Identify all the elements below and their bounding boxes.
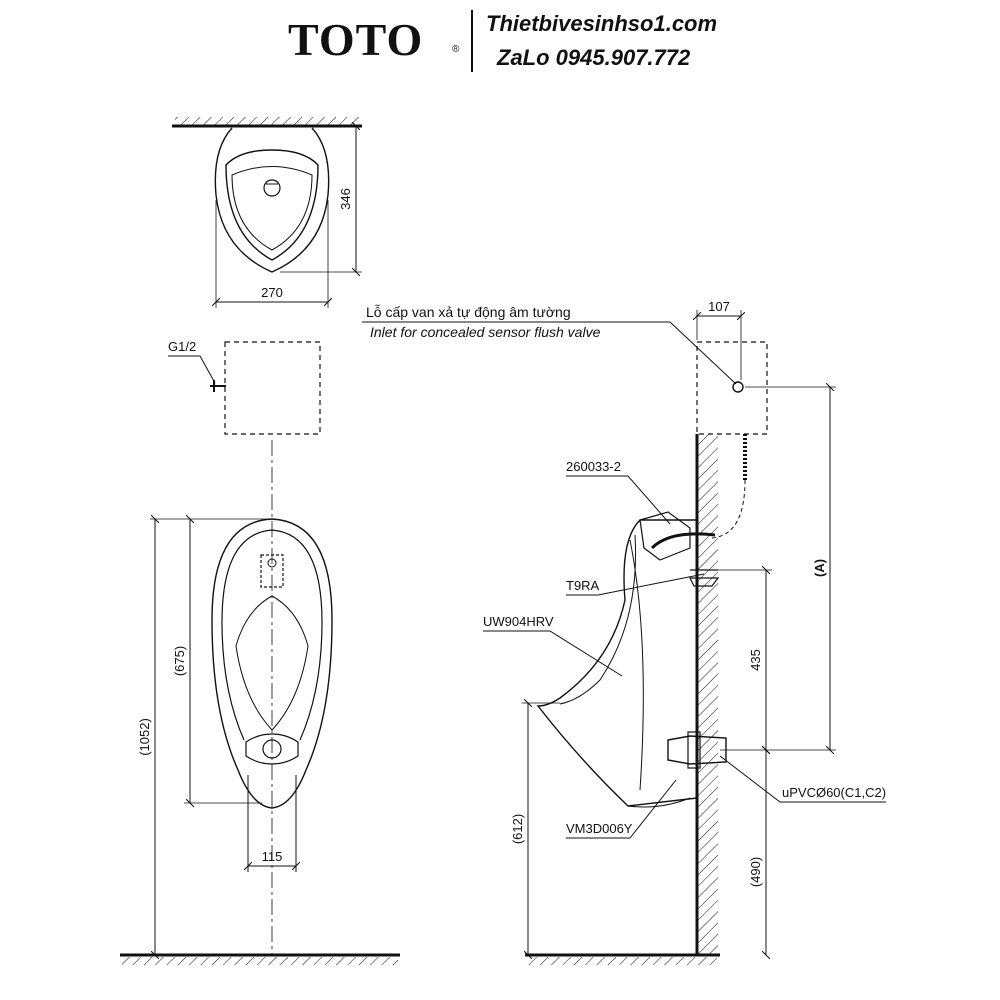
side-hose-dashed <box>711 479 746 539</box>
side-urinal-inner <box>559 534 644 791</box>
website-text: Thietbivesinhso1.com <box>486 11 718 36</box>
front-urinal-shield <box>235 595 309 731</box>
side-floor-hatch <box>527 957 717 965</box>
header: TOTO ® Thietbivesinhso1.com ZaLo 0945.90… <box>0 0 1000 90</box>
part-spud-label: 260033-2 <box>566 459 621 474</box>
part-trap-label: VM3D006Y <box>566 821 633 836</box>
top-urinal-outline <box>214 127 330 273</box>
pipe-label: uPVCØ60(C1,C2) <box>782 785 886 800</box>
dim-107-label: 107 <box>708 299 730 314</box>
side-drain-flange <box>687 731 701 769</box>
dim-270-label: 270 <box>261 285 283 300</box>
front-sensor-icon <box>267 558 277 568</box>
registered-mark: ® <box>452 44 460 55</box>
side-urinal-outline <box>536 519 698 807</box>
inlet-label-vi: Lỗ cấp van xả tự động âm tường <box>366 304 571 320</box>
dim-675-label: (675) <box>172 646 187 676</box>
thread-label: G1/2 <box>168 339 196 354</box>
inlet-leader <box>669 321 737 385</box>
dim-435-label: 435 <box>748 649 763 671</box>
top-wall-hatch <box>175 117 360 125</box>
part-sensor-label: T9RA <box>566 578 600 593</box>
top-urinal-inner2 <box>231 166 313 251</box>
side-sensor-icon <box>689 569 720 587</box>
side-view: Lỗ cấp van xả tự động âm tường Inlet for… <box>362 299 886 965</box>
inlet-port-icon <box>732 381 744 393</box>
dim-346-label: 346 <box>338 188 353 210</box>
side-wall-hatch <box>698 434 718 954</box>
front-valve-box <box>224 341 321 435</box>
inlet-label-en: Inlet for concealed sensor flush valve <box>370 324 601 340</box>
part-spud-leader <box>566 475 671 525</box>
dim-a-label: (A) <box>812 559 827 577</box>
dim-612-label: (612) <box>510 814 525 844</box>
top-spud-icon <box>263 179 281 197</box>
side-valve-box <box>696 341 768 435</box>
dim-490-label: (490) <box>748 857 763 887</box>
top-view: 346 270 <box>172 117 362 308</box>
front-floor-hatch <box>122 957 398 965</box>
part-trap-leader <box>566 779 677 839</box>
front-urinal-inner <box>221 529 323 741</box>
front-urinal-outline <box>211 518 333 809</box>
side-pipe-curve <box>650 532 716 550</box>
header-divider <box>471 10 473 72</box>
dim-1052-label: (1052) <box>137 718 152 756</box>
part-urinal-leader <box>483 630 623 677</box>
thread-icon <box>210 380 226 392</box>
contact-text: ZaLo 0945.907.772 <box>497 45 691 70</box>
dim-115-label: 115 <box>262 849 283 864</box>
top-urinal-inner <box>225 149 319 261</box>
pipe-leader <box>719 755 886 803</box>
thread-leader <box>168 355 216 384</box>
part-urinal-label: UW904HRV <box>483 614 554 629</box>
front-drain-icon <box>262 739 282 759</box>
side-trap-outline <box>627 797 691 808</box>
part-sensor-leader <box>566 573 705 596</box>
front-sensor-box <box>260 554 284 588</box>
side-spud-icon <box>639 511 691 561</box>
front-drain-outline <box>245 733 299 765</box>
front-view: G1/2 115 (1052) (675) <box>120 339 400 965</box>
brand-logo: TOTO <box>288 14 424 65</box>
side-drain-icon <box>667 735 727 765</box>
